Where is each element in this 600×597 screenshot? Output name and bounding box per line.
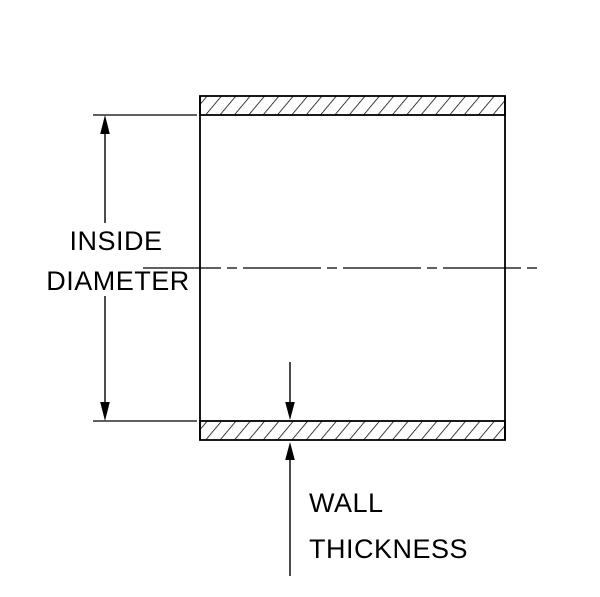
tube-top-wall-section <box>199 95 506 116</box>
wall-thickness-arrowhead-up-icon <box>285 442 295 460</box>
inside-diameter-label-line1: INSIDE <box>69 226 162 256</box>
inside-diameter-arrowhead-down-icon <box>100 402 110 421</box>
wall-thickness-label-line2: THICKNESS <box>309 534 468 564</box>
inside-diameter-label-line2: DIAMETER <box>46 266 190 296</box>
wall-thickness-arrowhead-down-icon <box>285 402 295 420</box>
inside-diameter-arrowhead-up-icon <box>100 115 110 134</box>
tube-bottom-wall-section <box>199 420 506 441</box>
wall-thickness-label-line1: WALL <box>309 488 384 518</box>
